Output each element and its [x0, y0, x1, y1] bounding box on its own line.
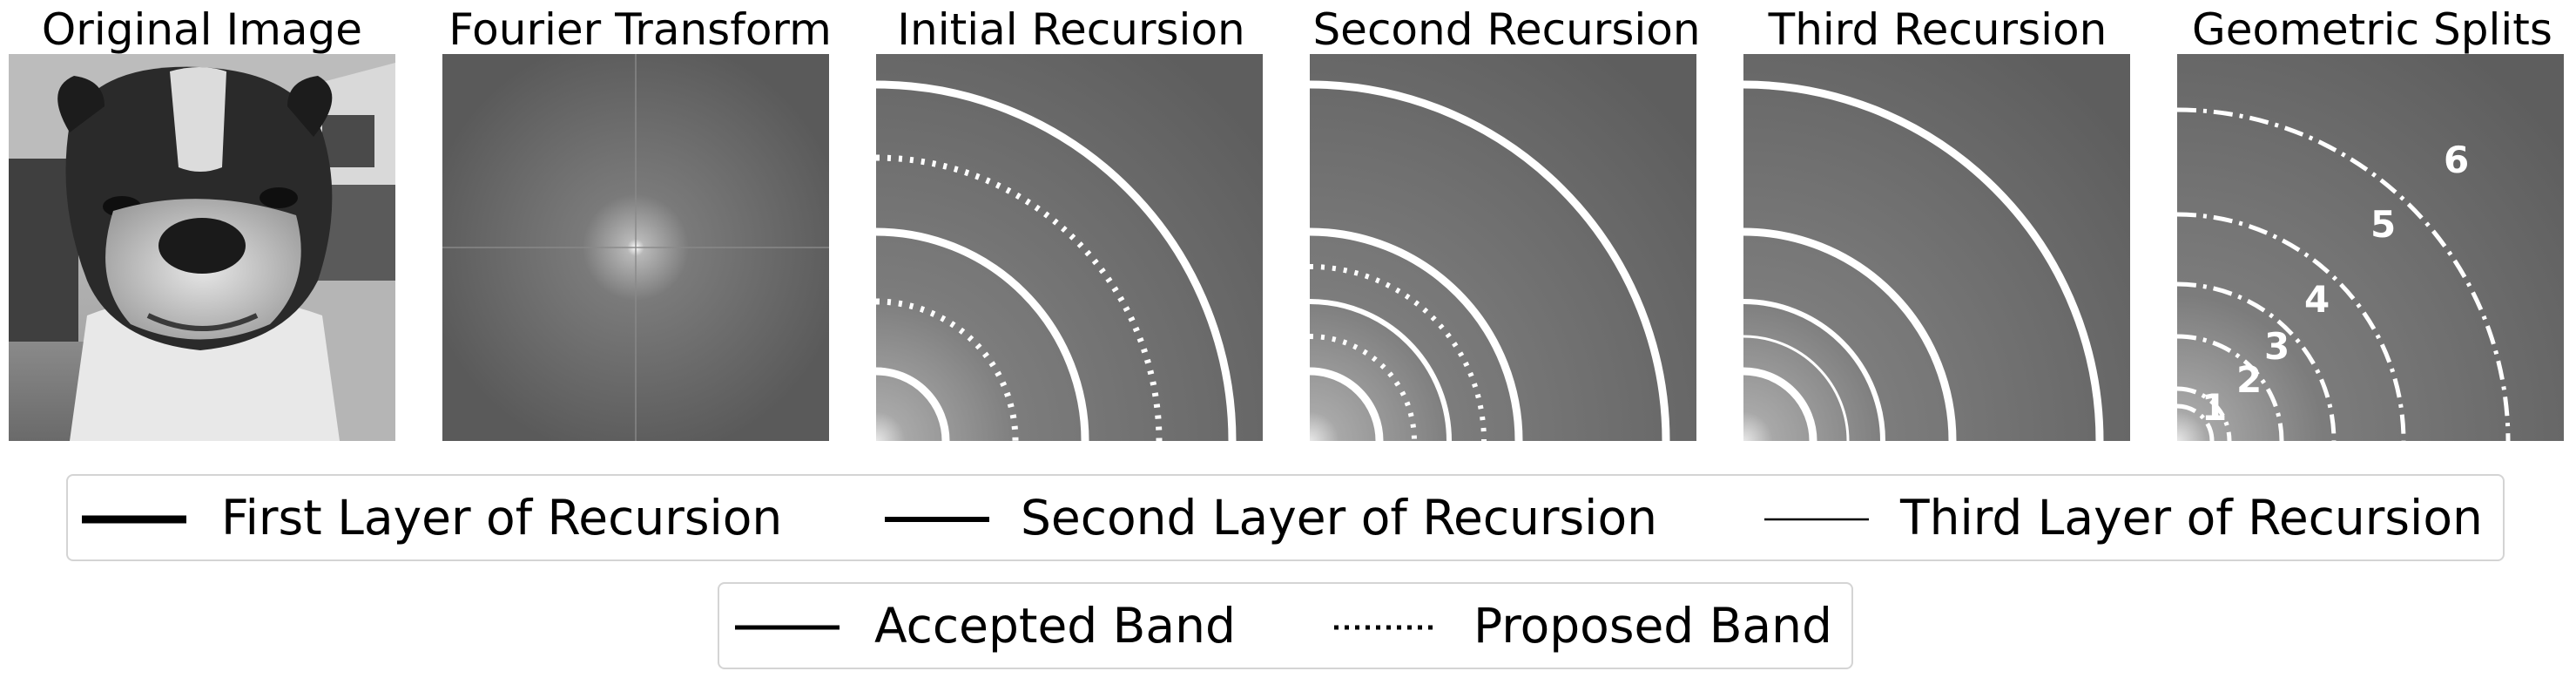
accepted-band-arc	[1310, 299, 1452, 441]
legend-swatch-second-layer	[885, 517, 989, 522]
panel-title-initial: Initial Recursion	[897, 4, 1245, 55]
spectrum-quadrant-background	[1310, 54, 1696, 441]
panel-title-original: Original Image	[41, 4, 363, 55]
legend-label-proposed-band: Proposed Band	[1473, 598, 1832, 654]
legend-label-third-layer: Third Layer of Recursion	[1900, 490, 2483, 546]
legend-swatch-accepted-band	[735, 625, 840, 630]
fourier-transform-panel	[442, 54, 829, 441]
initial-recursion-panel	[876, 54, 1263, 441]
split-label-5: 5	[2370, 203, 2396, 246]
geometric-split-arc	[2177, 281, 2337, 441]
geometric-split-arc	[2177, 386, 2232, 441]
legend-label-first-layer: First Layer of Recursion	[221, 490, 783, 546]
legend-band-types: Accepted Band Proposed Band	[718, 582, 1853, 669]
panel-title-second: Second Recursion	[1312, 4, 1701, 55]
legend-label-accepted-band: Accepted Band	[874, 598, 1236, 654]
proposed-band-arc	[1310, 264, 1487, 441]
third-recursion-arcs	[1743, 54, 2130, 441]
panel-title-third: Third Recursion	[1768, 4, 2107, 55]
accepted-band-arc	[1310, 367, 1384, 441]
accepted-band-arc	[1743, 80, 2104, 441]
spectrum-quadrant-background	[1743, 54, 2130, 441]
geometric-split-arc	[2177, 334, 2284, 441]
accepted-band-arc	[1743, 299, 1885, 441]
split-label-2: 2	[2236, 358, 2262, 401]
legend-swatch-third-layer	[1764, 518, 1869, 521]
accepted-band-arc	[1310, 227, 1523, 441]
fourier-spectrum	[442, 54, 829, 441]
accepted-band-arc	[1743, 367, 1817, 441]
accepted-band-arc	[876, 227, 1089, 441]
spectrum-quadrant-background	[876, 54, 1263, 441]
second-recursion-panel	[1310, 54, 1696, 441]
split-label-6: 6	[2444, 139, 2469, 181]
accepted-band-arc	[876, 80, 1237, 441]
proposed-band-arc	[1310, 334, 1417, 441]
split-label-3: 3	[2264, 325, 2289, 368]
geometric-split-arc	[2177, 212, 2406, 441]
panel-title-geometric: Geometric Splits	[2192, 4, 2552, 55]
initial-recursion-arcs	[876, 54, 1263, 441]
third-recursion-panel	[1743, 54, 2130, 441]
accepted-band-arc	[876, 367, 950, 441]
accepted-band-arc	[1743, 335, 1850, 441]
second-recursion-arcs	[1310, 54, 1696, 441]
legend-recursion-layers: First Layer of Recursion Second Layer of…	[66, 474, 2505, 561]
legend-swatch-proposed-band	[1334, 625, 1439, 630]
legend-swatch-first-layer	[82, 515, 186, 524]
geometric-split-arc	[2177, 107, 2511, 441]
legend-label-second-layer: Second Layer of Recursion	[1021, 490, 1657, 546]
split-label-4: 4	[2304, 278, 2330, 321]
panel-title-fourier: Fourier Transform	[448, 4, 832, 55]
dog-photo	[9, 54, 395, 441]
accepted-band-arc	[1310, 80, 1670, 441]
split-label-1: 1	[2202, 386, 2227, 429]
geometric-split-arc	[2177, 403, 2215, 441]
original-image-panel	[9, 54, 395, 441]
spectrum-quadrant-background	[2177, 54, 2564, 441]
accepted-band-arc	[1743, 227, 1957, 441]
